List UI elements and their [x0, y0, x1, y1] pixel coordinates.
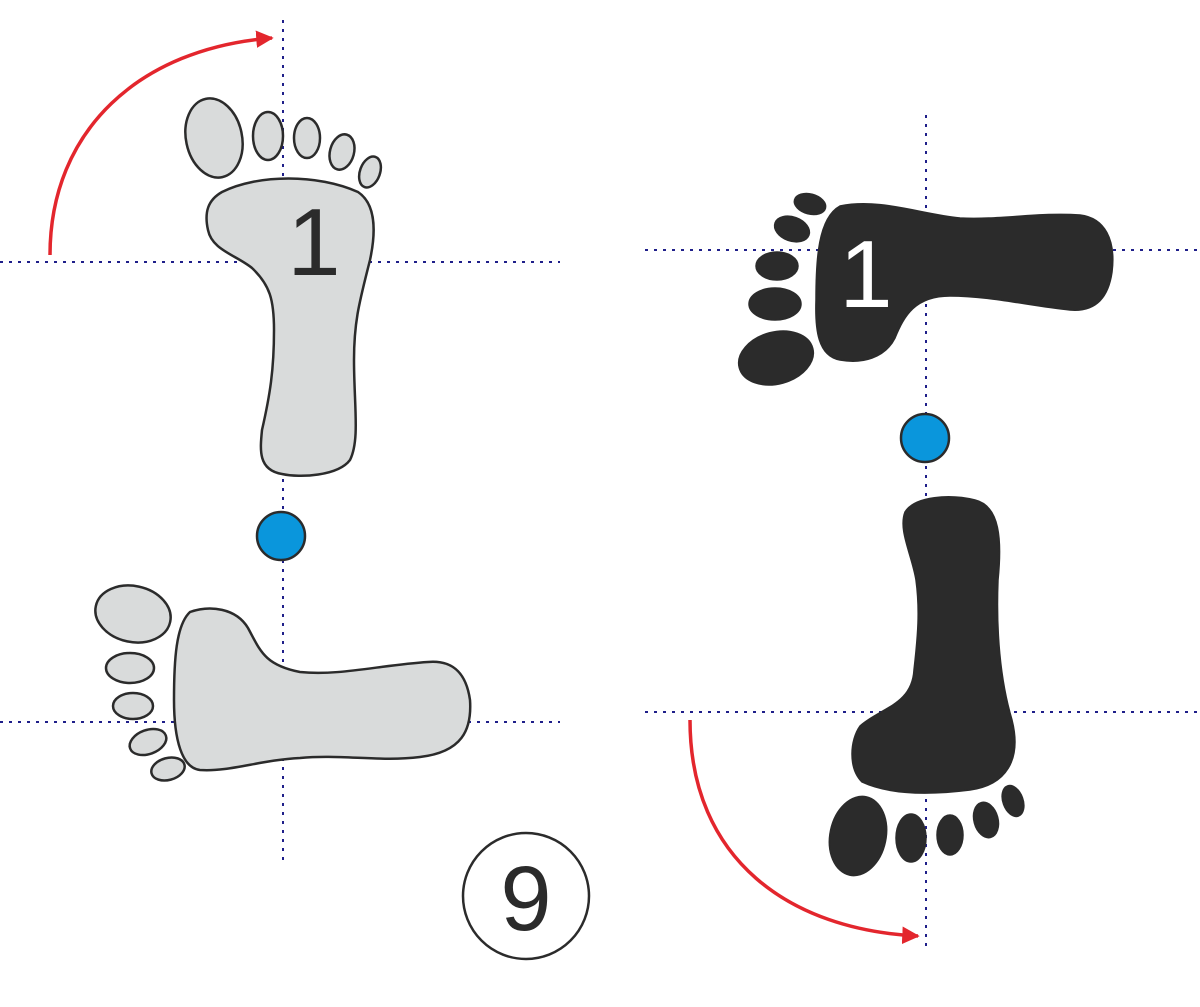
footprint-icon	[737, 192, 1114, 386]
pivot-dot-icon	[255, 510, 307, 562]
right-top-foot-toe	[748, 287, 802, 321]
left-footprint-pair	[94, 97, 472, 782]
right-top-foot-toe	[793, 192, 827, 216]
right-bottom-foot-toe	[972, 801, 1000, 839]
left-top-foot-toe	[328, 133, 356, 171]
right-top-foot-toe	[737, 330, 815, 386]
left-bottom-foot-toe	[111, 691, 155, 721]
pivot-dot-icon	[899, 412, 951, 464]
right-top-foot-toe	[773, 215, 811, 243]
left-bottom-foot-toe	[104, 651, 156, 685]
footprint-icon	[828, 496, 1025, 877]
right-top-foot-sole	[815, 203, 1114, 362]
right-footprint-pair	[737, 192, 1114, 877]
footprint-icon	[94, 584, 472, 782]
left-top-foot-toe	[184, 97, 244, 179]
left-top-foot-toe	[251, 110, 285, 162]
rotation-arrow-icon	[688, 719, 920, 944]
left-top-foot-toe	[292, 116, 322, 160]
right-bottom-foot-toe	[1001, 784, 1025, 818]
left-bottom-foot-toe	[94, 584, 172, 644]
left-top-foot-sole	[205, 177, 375, 477]
figure-number-circle	[461, 831, 591, 961]
right-bottom-foot-toe	[895, 813, 927, 863]
rotation-arrow-icon	[48, 30, 274, 256]
left-top-foot-toe	[357, 155, 383, 189]
right-bottom-foot-sole	[851, 496, 1016, 794]
left-bottom-foot-toe	[128, 727, 168, 757]
left-bottom-foot-sole	[172, 607, 472, 772]
left-bottom-foot-toe	[150, 756, 186, 782]
figure-number-badge: 9	[461, 831, 591, 961]
footprint-icon	[184, 97, 383, 477]
right-bottom-foot-toe	[936, 814, 964, 856]
right-top-foot-label: 1	[839, 221, 892, 328]
figure-number: 9	[500, 848, 551, 950]
right-top-foot-toe	[755, 251, 799, 281]
left-top-foot-label: 1	[287, 189, 340, 296]
right-bottom-foot-toe	[828, 795, 888, 877]
